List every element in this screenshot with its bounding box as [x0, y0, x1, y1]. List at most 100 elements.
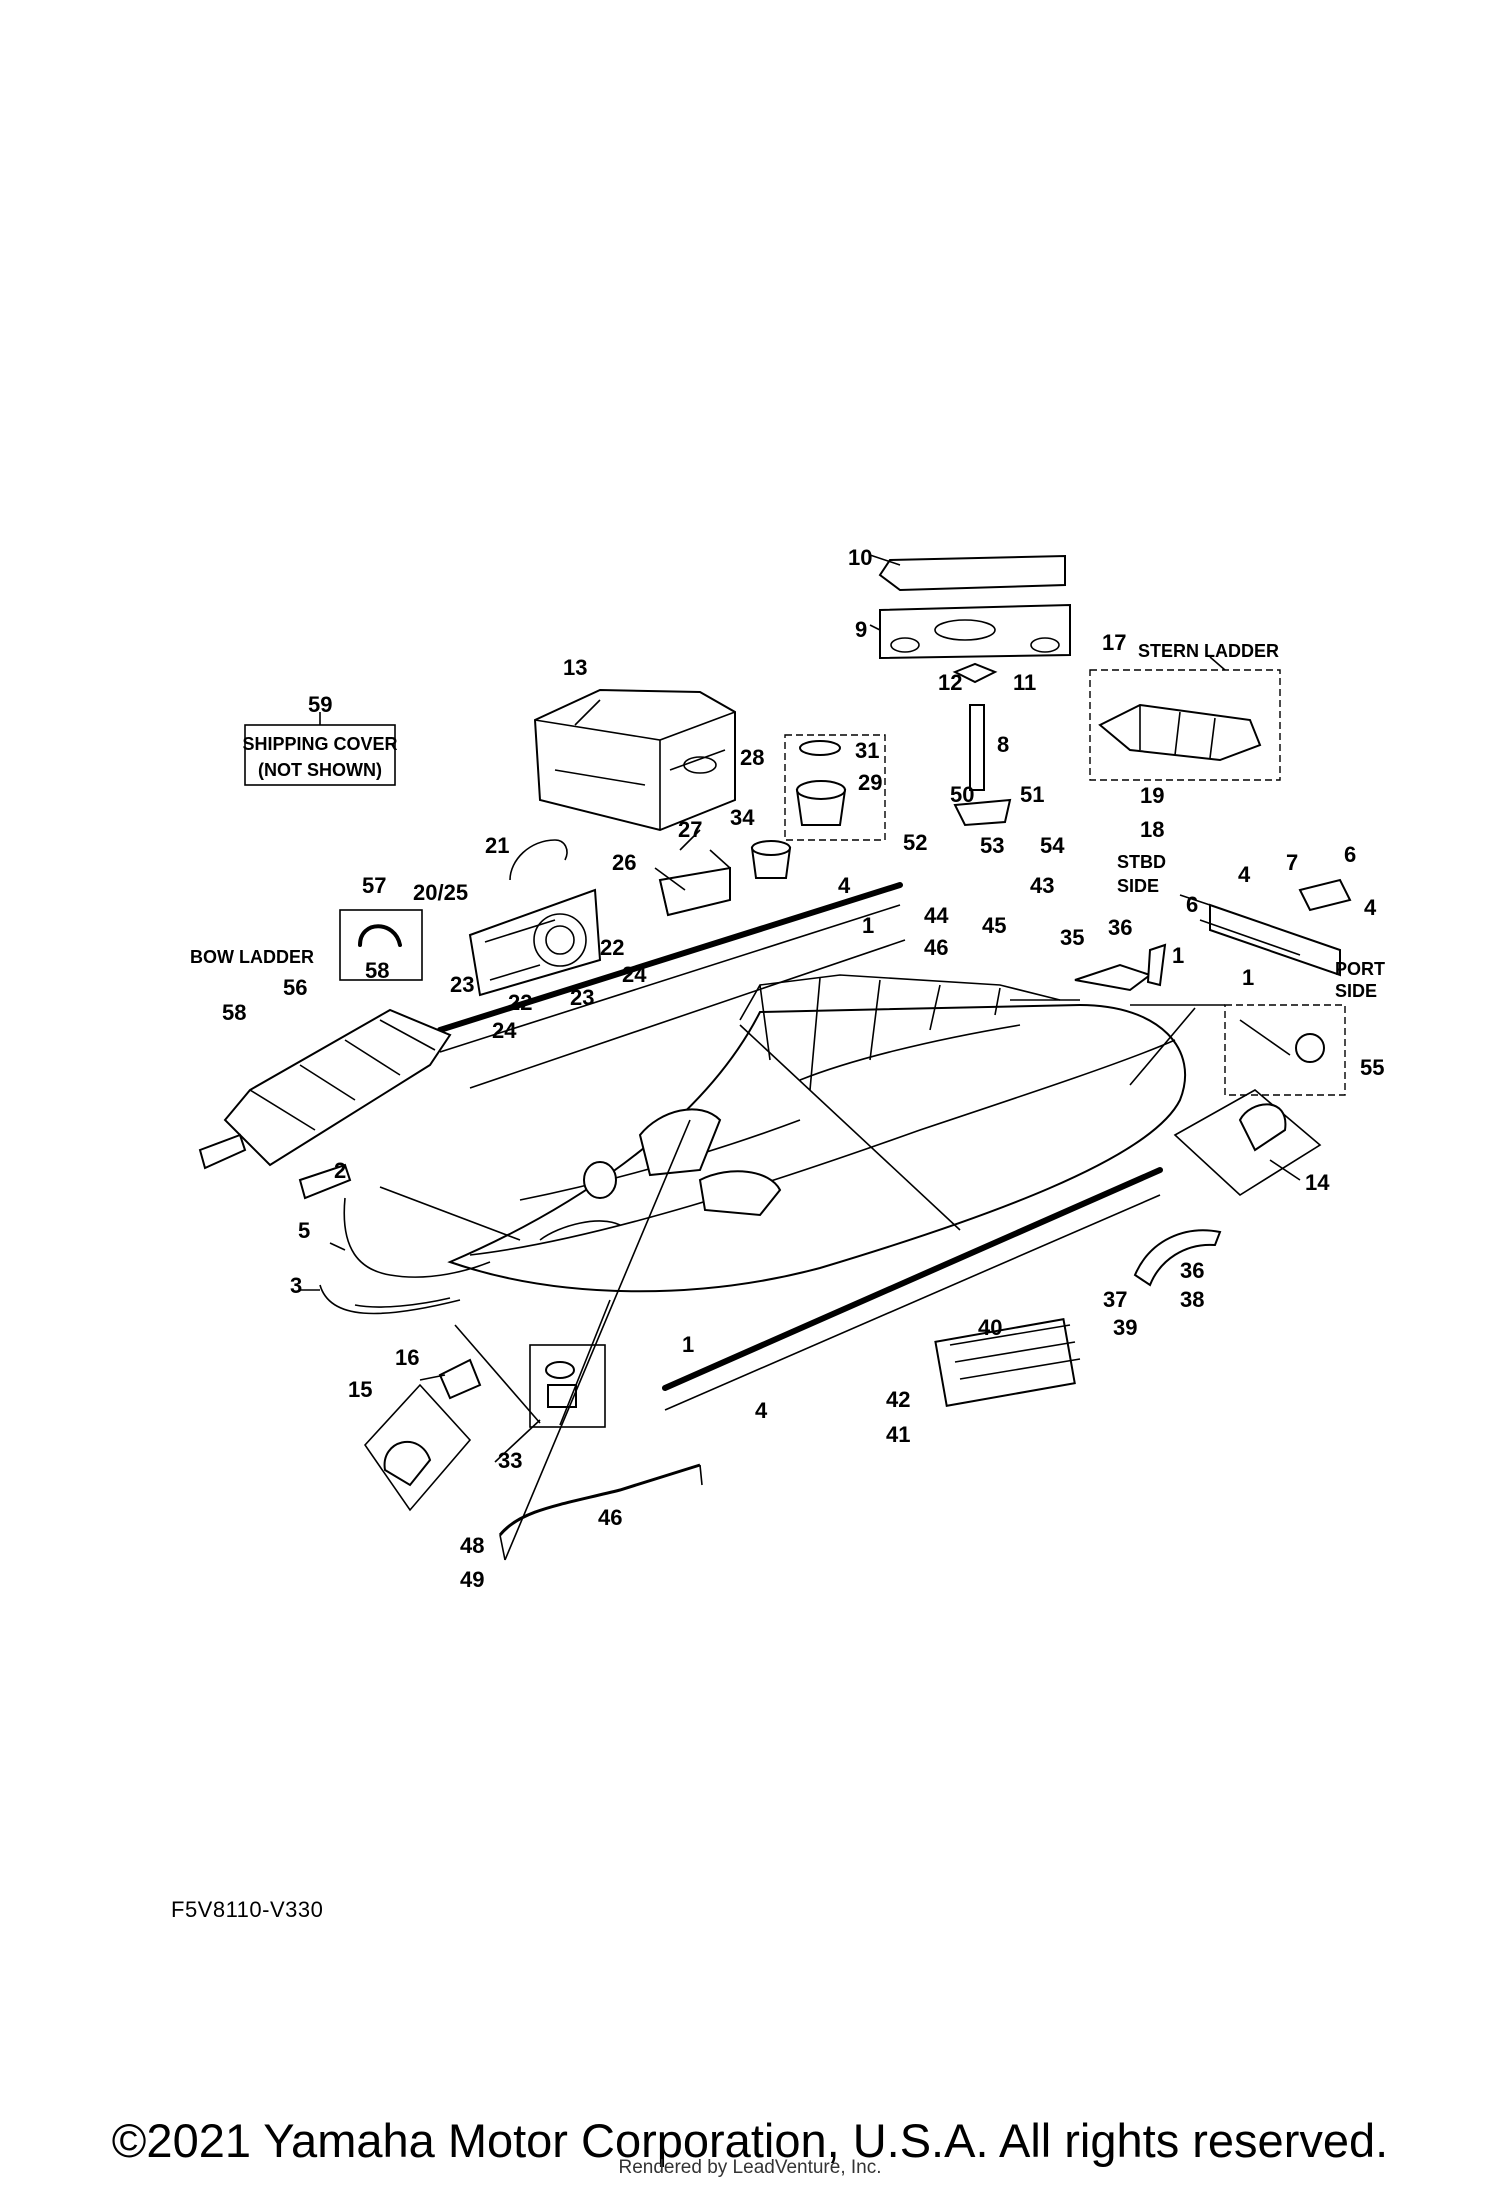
- callout-54: 55: [1360, 1055, 1384, 1080]
- stbd-bracket: [1209, 903, 1341, 977]
- callout-48: 49: [460, 1567, 484, 1592]
- callout-24b: 24: [492, 1018, 517, 1043]
- callout-17: 17: [1102, 630, 1126, 655]
- callout-37: 38: [1180, 1287, 1204, 1312]
- callout-55: 56: [283, 975, 307, 1000]
- callout-23a: 23: [450, 972, 474, 997]
- callout-3: 3: [290, 1273, 302, 1298]
- stbd-label-1: STBD: [1117, 852, 1166, 872]
- clip-7: [1298, 878, 1352, 912]
- callout-47: 48: [460, 1533, 484, 1558]
- callout-42: 43: [1030, 873, 1054, 898]
- callout-20-25: 20/25: [413, 880, 468, 905]
- cleat-kit-14: [1173, 1089, 1322, 1197]
- bow-rail-lower: [319, 1284, 461, 1315]
- seat-cushion-top: [878, 554, 1066, 592]
- grab-handle-kit: [339, 909, 423, 981]
- callout-28: 28: [740, 745, 764, 770]
- bracket-16: [438, 1358, 482, 1400]
- drain-kit: [529, 1344, 606, 1428]
- callout-46: 46: [598, 1505, 622, 1530]
- leader-lines: [300, 554, 1301, 1561]
- callout-39: 40: [978, 1315, 1002, 1340]
- callout-36: 37: [1103, 1287, 1127, 1312]
- storage-bin: [658, 866, 731, 917]
- callout-labels: 10 9 12 11 8 17 STERN LADDER 19 18 59 13…: [190, 545, 1385, 1592]
- callout-21: 21: [485, 833, 509, 858]
- bow-rail: [343, 1197, 491, 1278]
- callout-52: 53: [980, 833, 1004, 858]
- callout-8: 8: [997, 732, 1009, 757]
- callout-22a: 22: [600, 935, 624, 960]
- callout-9: 9: [855, 617, 867, 642]
- callout-44: 45: [982, 913, 1006, 938]
- rub-rail-stbd: [437, 882, 906, 1089]
- pedestal-cup: [952, 662, 998, 684]
- callout-10: 10: [848, 545, 872, 570]
- callout-4c: 4: [1364, 895, 1377, 920]
- stbd-label-2: SIDE: [1117, 876, 1159, 896]
- callout-33: 35: [1060, 925, 1084, 950]
- wiring-harness: [509, 839, 568, 881]
- callout-22b: 22: [508, 990, 532, 1015]
- callout-1d: 1: [682, 1332, 694, 1357]
- bracket-kit-54: [1224, 1004, 1346, 1096]
- callout-18: 18: [1140, 817, 1164, 842]
- port-label-2: SIDE: [1335, 981, 1377, 1001]
- shipping-cover-sub: (NOT SHOWN): [258, 760, 382, 780]
- callout-23b: 23: [570, 985, 594, 1010]
- callout-1a: 1: [862, 913, 874, 938]
- callout-50: 51: [1020, 782, 1044, 807]
- cleat-kit-15: [363, 1383, 472, 1512]
- pedestal-post: [969, 704, 985, 791]
- handrail: [498, 1463, 701, 1536]
- bow-ladder: [198, 1008, 452, 1200]
- callout-43: 44: [924, 903, 949, 928]
- callout-6a: 6: [1344, 842, 1356, 867]
- callout-7: 7: [1286, 850, 1298, 875]
- callout-51: 52: [903, 830, 927, 855]
- callout-6b: 6: [1186, 892, 1198, 917]
- figure-code: F5V8110-V330: [171, 1897, 324, 1922]
- callout-35: 36: [1180, 1258, 1204, 1283]
- callout-30: 31: [855, 738, 879, 763]
- bow-ladder-label: BOW LADDER: [190, 947, 314, 967]
- shipping-cover-note: SHIPPING COVER (NOT SHOWN): [242, 712, 398, 786]
- callout-4b: 4: [1238, 862, 1251, 887]
- boat-hull: [447, 974, 1186, 1293]
- callout-58: 58: [222, 1000, 246, 1025]
- callout-2: 2: [334, 1158, 346, 1183]
- callout-4d: 4: [755, 1398, 768, 1423]
- stern-ladder-label: STERN LADDER: [1138, 641, 1279, 661]
- callout-49: 50: [950, 782, 974, 807]
- callout-27: 27: [678, 817, 702, 842]
- bracket-34: [1146, 943, 1167, 987]
- seat-base: [879, 603, 1071, 660]
- render-credit: Rendered by LeadVenture, Inc.: [618, 2157, 882, 2178]
- speaker-panel: [468, 888, 602, 997]
- pedestal-base: [953, 798, 1012, 827]
- callout-45: 46: [924, 935, 948, 960]
- tow-bracket: [1133, 1229, 1222, 1287]
- cup-holder-kit: [784, 734, 886, 841]
- callout-16: 16: [395, 1345, 419, 1370]
- callout-56: 57: [362, 873, 386, 898]
- callout-14: 14: [1305, 1170, 1330, 1195]
- callout-53: 54: [1040, 833, 1065, 858]
- cooler: [533, 688, 736, 832]
- callout-24a: 24: [622, 962, 647, 987]
- copyright-notice: ©2021 Yamaha Motor Corporation, U.S.A. A…: [111, 2114, 1389, 2167]
- callout-59: 59: [308, 692, 332, 717]
- callout-26: 26: [612, 850, 636, 875]
- stern-ladder-kit: [1089, 669, 1281, 781]
- callout-31: 34: [730, 805, 755, 830]
- callout-1b: 1: [1172, 943, 1184, 968]
- callout-41: 42: [886, 1387, 910, 1412]
- mount-bracket: [1074, 963, 1153, 992]
- callout-11: 11: [1013, 670, 1036, 695]
- callout-13: 13: [563, 655, 587, 680]
- callout-34: 36: [1108, 915, 1132, 940]
- callout-38: 39: [1113, 1315, 1137, 1340]
- callout-12: 12: [938, 670, 962, 695]
- callout-19: 19: [1140, 783, 1164, 808]
